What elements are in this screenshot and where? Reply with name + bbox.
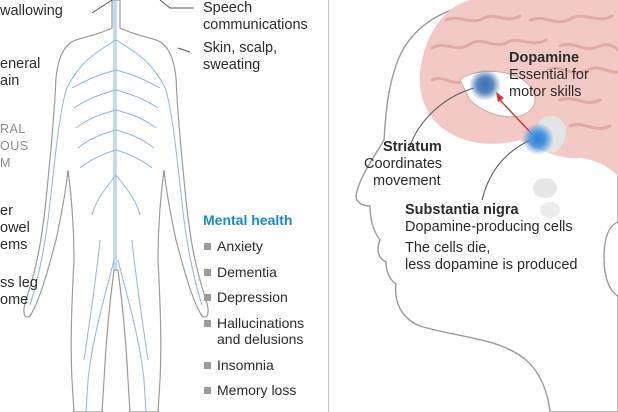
dopamine-desc-1: Essential for — [509, 67, 589, 83]
arrow-head-icon — [496, 92, 504, 102]
label-peripheral: RAL — [0, 122, 26, 136]
brainstem-lower — [540, 202, 560, 218]
list-item: Dementia — [217, 264, 277, 280]
bullet-icon — [204, 387, 211, 394]
brain-folds — [430, 14, 618, 131]
label-restless-leg: ss leg — [0, 275, 38, 291]
nervous-system-lines — [29, 0, 203, 412]
list-item: Anxiety — [217, 238, 263, 254]
list-item: Depression — [217, 289, 288, 305]
bullet-icon — [204, 320, 211, 327]
ear-outline — [603, 221, 618, 297]
label-sweating: sweating — [203, 57, 261, 73]
label-syndrome: ome — [0, 292, 29, 308]
label-system: M — [0, 156, 11, 170]
label-skin-scalp: Skin, scalp, — [203, 40, 278, 56]
bullet-icon — [204, 362, 211, 369]
bullet-icon — [204, 269, 211, 276]
dopamine-glow-substantia — [522, 123, 554, 155]
label-communications: communications — [203, 17, 308, 33]
striatum-pointer — [409, 87, 475, 147]
substantia-nigra-note-1: The cells die, — [405, 240, 491, 256]
label-speech: Speech — [203, 0, 253, 16]
substantia-nigra-title: Substantia nigra — [405, 202, 519, 218]
leader-lines — [91, 0, 194, 53]
brainstem-shape — [533, 178, 557, 198]
list-item: Insomnia — [217, 357, 274, 373]
dopamine-flow-arrow — [497, 97, 533, 135]
striatum-title: Striatum — [383, 139, 442, 155]
dopamine-glow-striatum — [469, 69, 501, 101]
bullet-icon — [204, 243, 211, 250]
label-problems: ems — [0, 237, 28, 253]
dopamine-title: Dopamine — [509, 50, 580, 66]
bullet-icon — [204, 294, 211, 301]
striatum-desc-2: movement — [373, 173, 441, 189]
label-nervous: OUS — [0, 139, 29, 153]
panel-divider — [328, 0, 329, 412]
label-general: eneral — [0, 56, 41, 72]
label-bladder: er — [0, 203, 13, 219]
substantia-nigra-note-2: less dopamine is produced — [405, 257, 578, 273]
label-swallowing: wallowing — [0, 3, 63, 19]
dopamine-desc-2: motor skills — [509, 84, 582, 100]
list-item: Hallucinations and delusions — [217, 315, 305, 347]
striatum-desc-1: Coordinates — [364, 156, 443, 172]
substantia-nigra-desc: Dopamine-producing cells — [405, 219, 573, 235]
label-bowel: owel — [0, 220, 30, 236]
mental-health-title: Mental health — [203, 212, 293, 228]
label-pain: ain — [0, 73, 20, 89]
list-item: Memory loss — [217, 382, 297, 398]
